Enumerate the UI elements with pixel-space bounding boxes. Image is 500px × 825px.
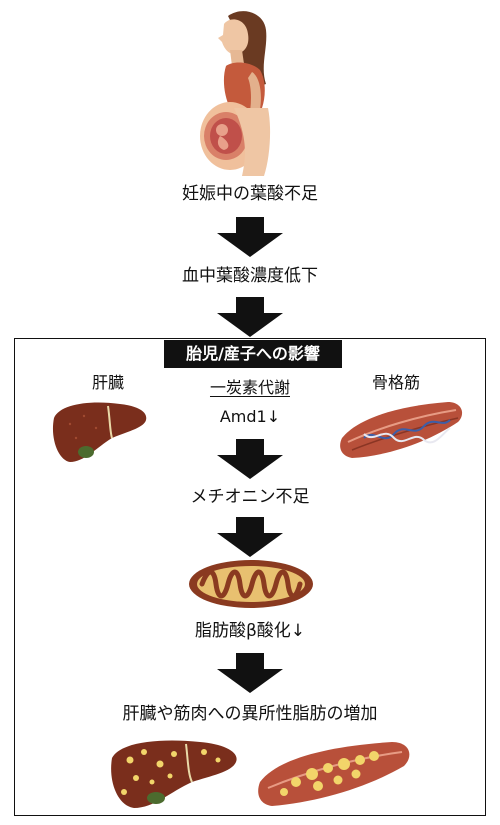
- fatty-acid-beta-oxidation-label: 脂肪酸β酸化↓: [194, 621, 306, 641]
- fatty-muscle-illustration: [258, 742, 410, 806]
- fetal-impact-title: 胎児/産子への影響: [164, 340, 342, 368]
- down-arrow-icon: [217, 297, 283, 337]
- pregnant-woman-illustration: [200, 11, 271, 176]
- down-arrow-icon: [217, 439, 283, 479]
- down-arrow-icon: [217, 517, 283, 557]
- one-carbon-metabolism-label: 一炭素代謝: [209, 378, 290, 397]
- down-arrow-icon: [217, 653, 283, 693]
- liver-illustration: [52, 402, 147, 462]
- mitochondria-illustration: [189, 560, 313, 608]
- skeletal-muscle-dna-illustration: [340, 402, 463, 458]
- amd1-decrease-label: Amd1↓: [219, 407, 281, 426]
- fetal-impact-frame: [14, 338, 486, 816]
- down-arrow-icon: [217, 217, 283, 257]
- skeletal-muscle-label: 骨格筋: [371, 373, 420, 392]
- methionine-deficiency-label: メチオニン不足: [190, 487, 310, 507]
- step-folate-deficiency: 妊娠中の葉酸不足: [182, 184, 318, 204]
- ectopic-fat-increase-label: 肝臓や筋肉への異所性脂肪の増加: [122, 704, 378, 724]
- fatty-liver-illustration: [111, 740, 237, 808]
- step-blood-folate-decrease: 血中葉酸濃度低下: [182, 266, 318, 286]
- liver-label: 肝臓: [91, 373, 124, 392]
